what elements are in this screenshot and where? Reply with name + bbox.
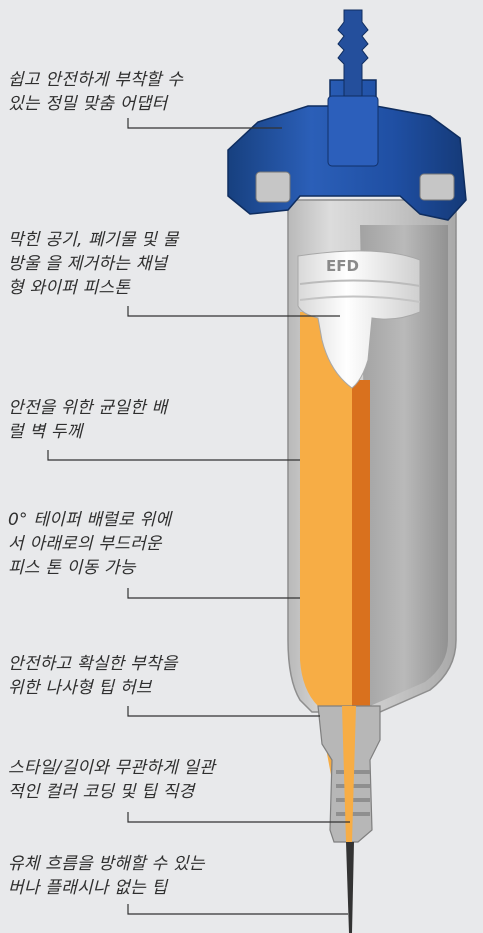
piston-rib-2 xyxy=(299,295,421,303)
adapter-lug-right xyxy=(419,173,455,201)
callout-coding: 스타일/길이와 무관하게 일관 적인 컬러 코딩 및 팁 직경 xyxy=(8,756,215,804)
barb-fitting xyxy=(337,9,369,97)
callout-adapter: 쉽고 안전하게 부착할 수 있는 정밀 맞춤 어댑터 xyxy=(8,68,183,116)
callout-wall: 안전을 위한 균일한 배 럴 벽 두께 xyxy=(8,396,167,444)
callout-piston-line-3: 형 와이퍼 피스톤 xyxy=(8,278,131,298)
callout-piston: 막힌 공기, 폐기물 및 물 방울 을 제거하는 채널 형 와이퍼 피스톤 xyxy=(8,228,179,300)
callout-taper-line-3: 피스 톤 이동 가능 xyxy=(8,558,136,578)
callout-taper-line-1: 0° 테이퍼 배럴로 위에 xyxy=(8,510,172,530)
callout-hub: 안전하고 확실한 부착을 위한 나사형 팁 허브 xyxy=(8,652,178,700)
fluid-body xyxy=(300,312,360,812)
piston-rib xyxy=(299,279,421,287)
callout-hub-line-2: 위한 나사형 팁 허브 xyxy=(8,678,152,698)
barrel-inner-wall xyxy=(360,225,448,706)
callout-piston-line-1: 막힌 공기, 폐기물 및 물 xyxy=(8,230,179,250)
hub-thread-4 xyxy=(336,812,370,816)
dispensing-tip xyxy=(346,842,354,933)
hub-fluid-channel xyxy=(342,706,356,842)
leader-hub xyxy=(127,706,320,717)
callout-piston-line-2: 방울 을 제거하는 채널 xyxy=(8,254,168,274)
leader-coding xyxy=(127,812,350,823)
callout-coding-line-2: 적인 컬러 코딩 및 팁 직경 xyxy=(8,782,195,802)
adapter-collar xyxy=(327,95,379,167)
callout-wall-line-2: 럴 벽 두께 xyxy=(8,422,83,442)
leader-tip xyxy=(127,904,348,915)
callout-adapter-line-1: 쉽고 안전하게 부착할 수 xyxy=(8,70,184,90)
callout-taper-line-2: 서 아래로의 부드러운 xyxy=(8,534,162,554)
callout-tip-line-1: 유체 흐름을 방해할 수 있는 xyxy=(8,854,205,874)
callout-hub-line-1: 안전하고 확실한 부착을 xyxy=(8,654,178,674)
piston-brand-mark: EFD xyxy=(326,257,359,275)
callout-adapter-line-2: 있는 정밀 맞춤 어댑터 xyxy=(8,94,168,114)
callout-tip: 유체 흐름을 방해할 수 있는 버나 플래시나 없는 팁 xyxy=(8,852,205,900)
adapter-lug-left xyxy=(255,171,291,203)
leader-adapter xyxy=(127,118,282,129)
leader-piston xyxy=(127,306,340,317)
callout-coding-line-1: 스타일/길이와 무관하게 일관 xyxy=(8,758,216,778)
callout-taper: 0° 테이퍼 배럴로 위에 서 아래로의 부드러운 피스 톤 이동 가능 xyxy=(8,508,171,580)
leader-wall xyxy=(47,450,300,461)
leader-taper xyxy=(127,588,300,599)
callout-wall-line-1: 안전을 위한 균일한 배 xyxy=(8,398,168,418)
fluid-shadow xyxy=(352,380,370,812)
callout-tip-line-2: 버나 플래시나 없는 팁 xyxy=(8,878,168,898)
wiper-piston xyxy=(297,250,421,389)
